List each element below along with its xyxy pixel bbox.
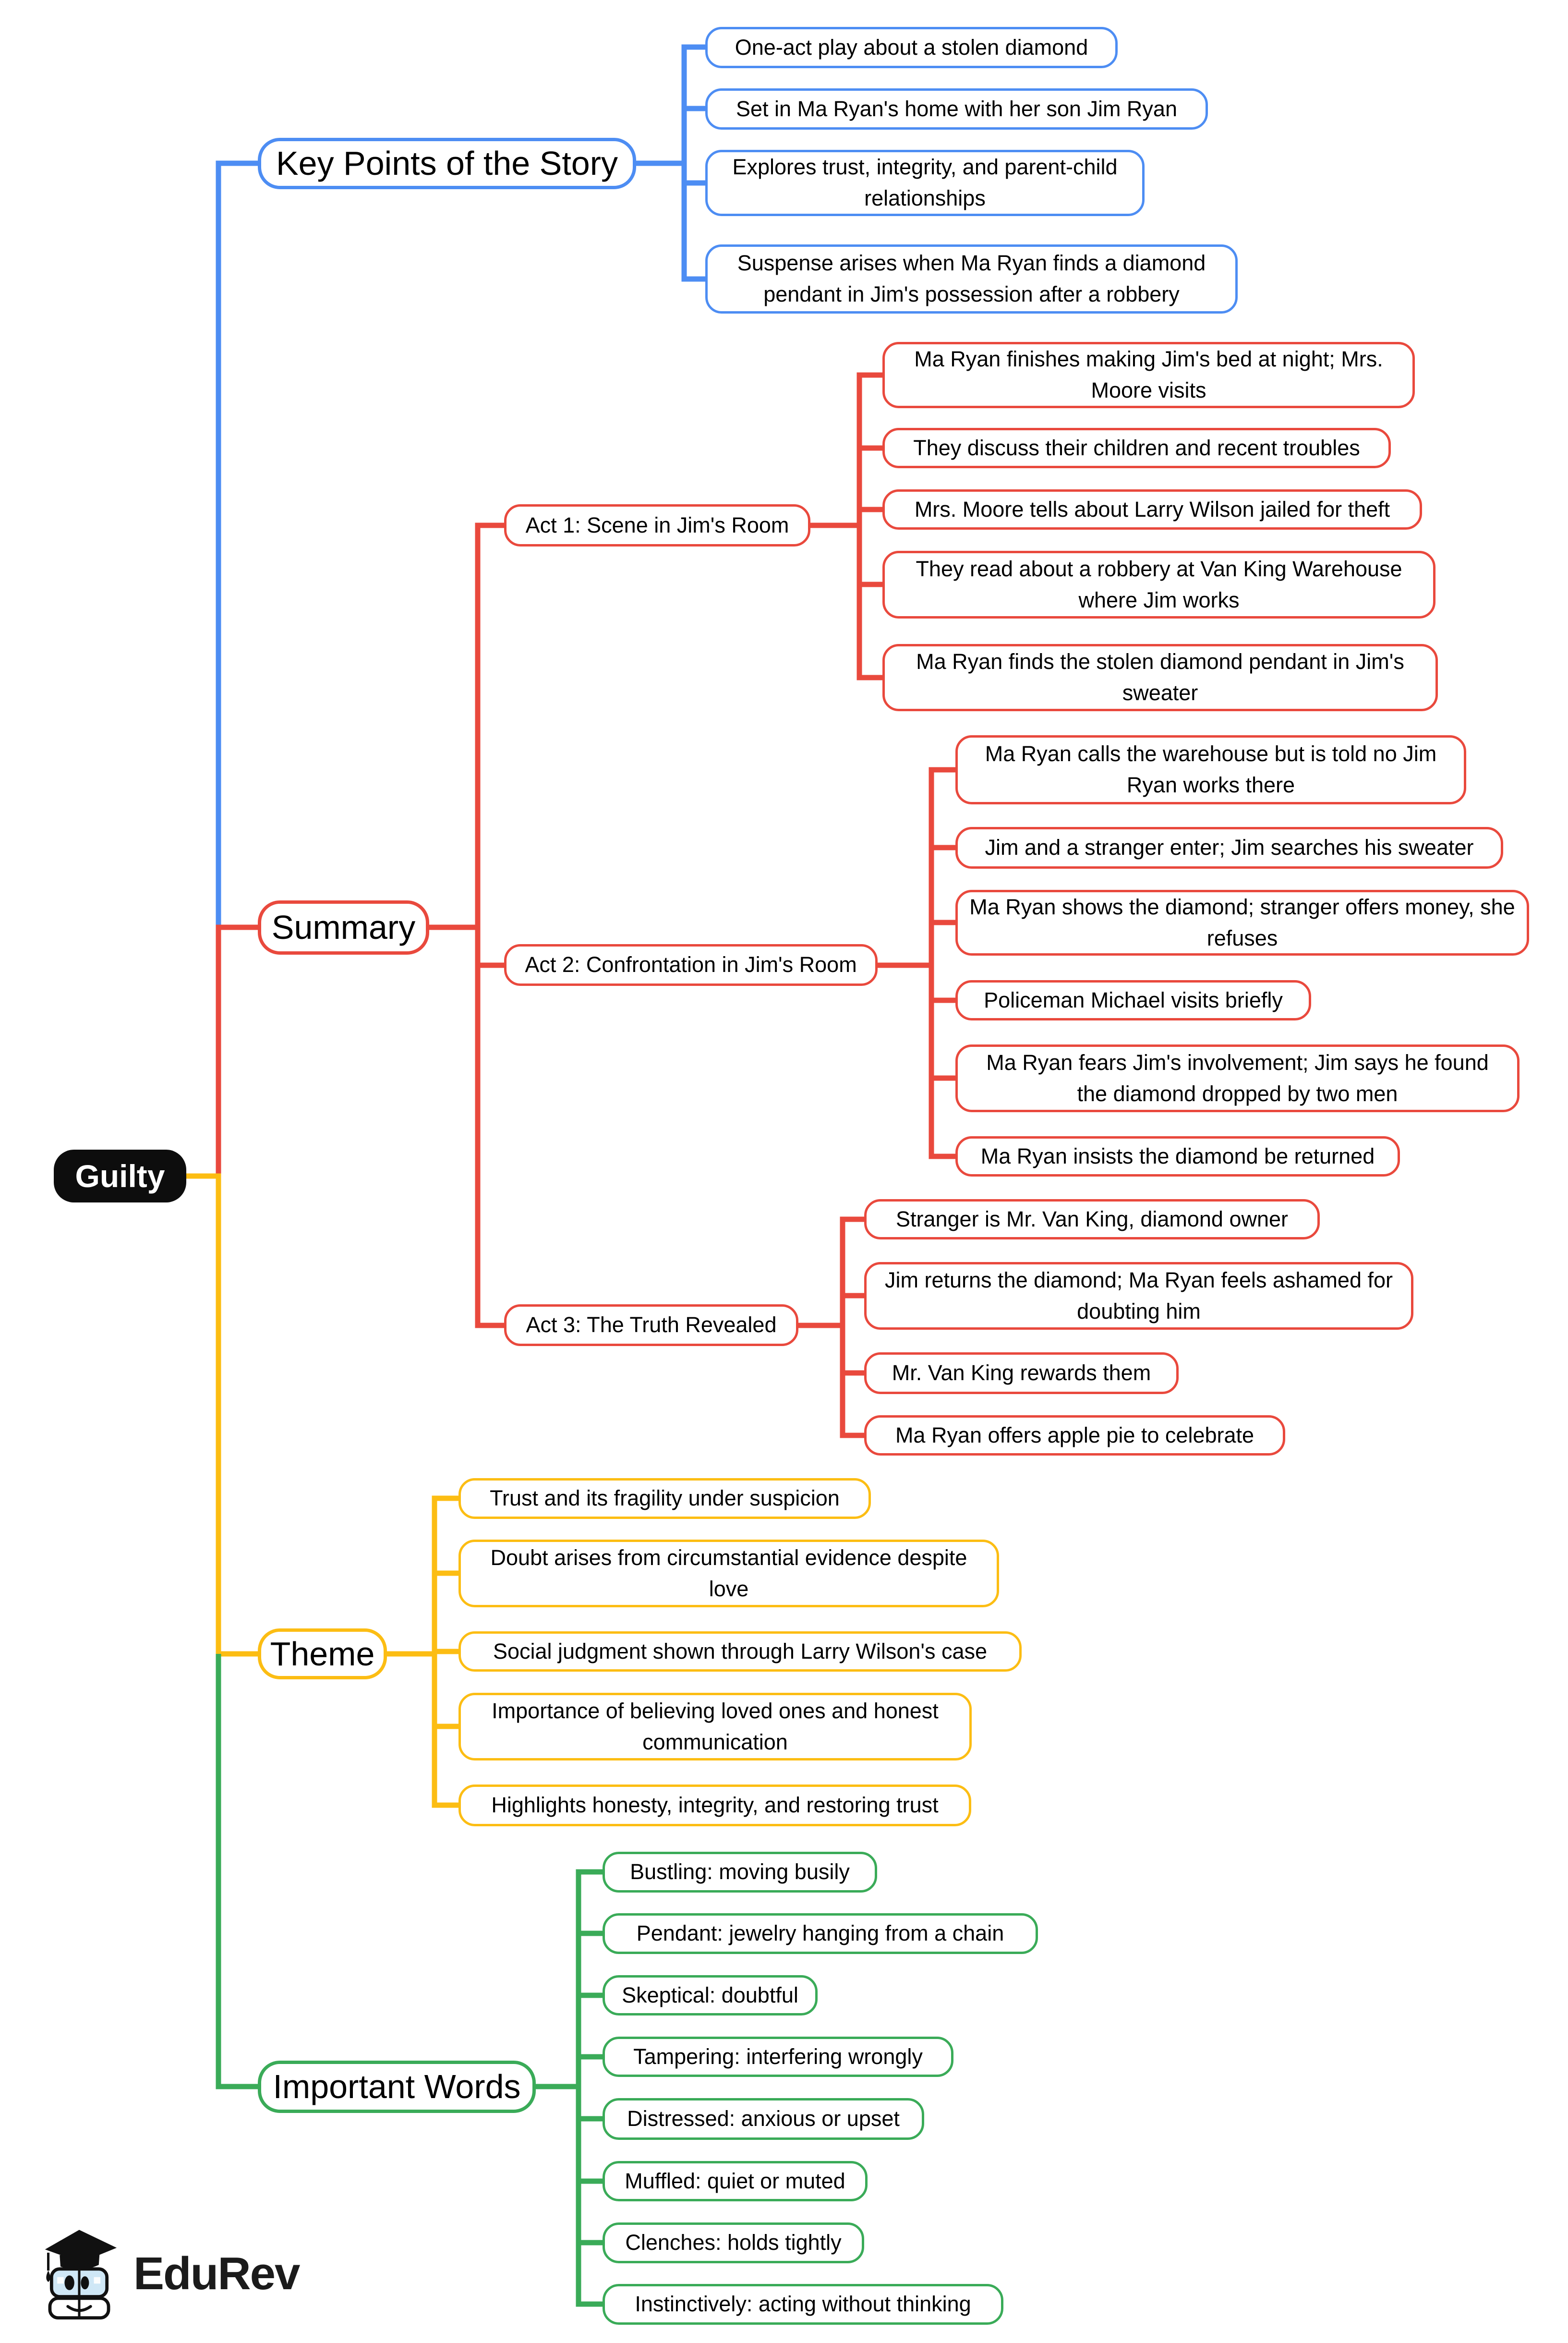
connector-act2-children [878, 767, 955, 1159]
connector-theme-children [387, 1495, 458, 1808]
act2-detail-node: Ma Ryan calls the warehouse but is told … [955, 735, 1466, 804]
connector-trunk-important-words [216, 1654, 258, 2089]
word-definition-node: Skeptical: doubtful [603, 1975, 818, 2015]
branch-important-words: Important Words [258, 2061, 536, 2113]
key-point-node: Set in Ma Ryan's home with her son Jim R… [705, 88, 1208, 130]
act2-detail-node: Jim and a stranger enter; Jim searches h… [955, 827, 1503, 869]
branch-key-points: Key Points of the Story [258, 138, 636, 189]
edurev-logo: EduRev [38, 2228, 300, 2319]
theme-node: Trust and its fragility under suspicion [458, 1478, 871, 1519]
key-point-node: One-act play about a stolen diamond [705, 27, 1118, 68]
connector-key-points-children [636, 44, 705, 282]
act1-detail-node: Ma Ryan finishes making Jim's bed at nig… [882, 342, 1415, 408]
node-act-1: Act 1: Scene in Jim's Room [504, 504, 810, 546]
act2-detail-node: Policeman Michael visits briefly [955, 980, 1311, 1020]
act2-detail-node: Ma Ryan fears Jim's involvement; Jim say… [955, 1044, 1520, 1112]
act1-detail-node: Mrs. Moore tells about Larry Wilson jail… [882, 489, 1422, 530]
act1-detail-node: Ma Ryan finds the stolen diamond pendant… [882, 644, 1438, 711]
connector-trunk-summary [216, 924, 258, 1176]
connector-act1-children [810, 372, 882, 680]
act2-detail-node: Ma Ryan shows the diamond; stranger offe… [955, 890, 1529, 956]
act1-detail-node: They discuss their children and recent t… [882, 428, 1391, 468]
act3-detail-node: Jim returns the diamond; Ma Ryan feels a… [864, 1262, 1413, 1330]
word-definition-node: Pendant: jewelry hanging from a chain [603, 1913, 1038, 1954]
connector-summary-acts [429, 522, 504, 1328]
root-node-guilty: Guilty [54, 1150, 186, 1202]
word-definition-node: Tampering: interfering wrongly [603, 2037, 953, 2077]
node-act-3: Act 3: The Truth Revealed [504, 1304, 798, 1346]
word-definition-node: Clenches: holds tightly [603, 2222, 864, 2263]
word-definition-node: Muffled: quiet or muted [603, 2161, 868, 2201]
act3-detail-node: Ma Ryan offers apple pie to celebrate [864, 1415, 1285, 1456]
key-point-node: Suspense arises when Ma Ryan finds a dia… [705, 244, 1238, 314]
connector-important-words-children [536, 1869, 603, 2307]
branch-summary: Summary [258, 900, 429, 955]
edurev-logo-icon [45, 2230, 117, 2319]
theme-node: Importance of believing loved ones and h… [458, 1693, 972, 1760]
act3-detail-node: Mr. Van King rewards them [864, 1352, 1179, 1394]
theme-node: Doubt arises from circumstantial evidenc… [458, 1540, 999, 1607]
theme-node: Social judgment shown through Larry Wils… [458, 1631, 1022, 1672]
act2-detail-node: Ma Ryan insists the diamond be returned [955, 1136, 1400, 1177]
connector-trunk-theme [186, 1173, 258, 1657]
theme-node: Highlights honesty, integrity, and resto… [458, 1785, 971, 1826]
connector-act3-children [798, 1216, 864, 1438]
act3-detail-node: Stranger is Mr. Van King, diamond owner [864, 1199, 1320, 1239]
word-definition-node: Instinctively: acting without thinking [603, 2284, 1003, 2325]
act1-detail-node: They read about a robbery at Van King Wa… [882, 551, 1435, 619]
connector-trunk-key-points [216, 160, 258, 927]
edurev-logo-text: EduRev [133, 2248, 300, 2299]
branch-theme: Theme [258, 1628, 387, 1679]
word-definition-node: Bustling: moving busily [603, 1852, 877, 1893]
word-definition-node: Distressed: anxious or upset [603, 2098, 924, 2140]
key-point-node: Explores trust, integrity, and parent-ch… [705, 150, 1145, 216]
node-act-2: Act 2: Confrontation in Jim's Room [504, 944, 878, 986]
